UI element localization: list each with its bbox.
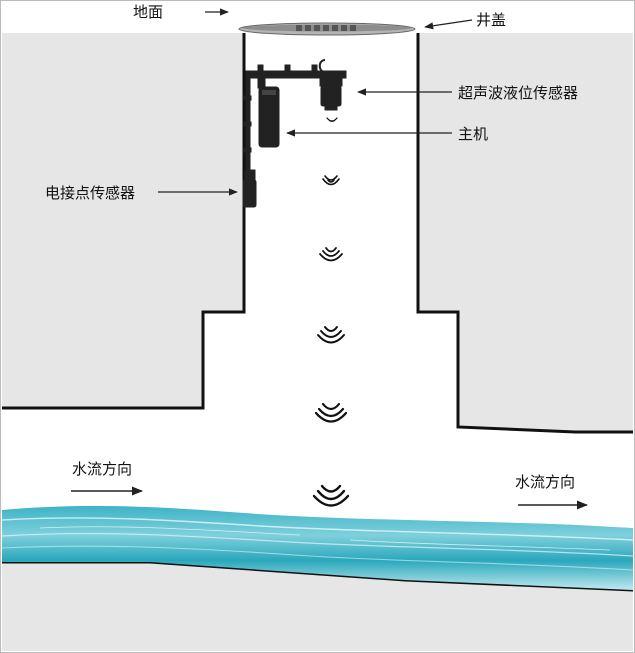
- sensor-device-icon: [242, 59, 347, 208]
- host-unit-label: 主机: [458, 125, 488, 143]
- ground-label: 地面: [133, 3, 163, 21]
- flow-direction-left-label: 水流方向: [72, 460, 132, 478]
- arrow-icon: [71, 8, 589, 510]
- manhole-cover: [238, 22, 416, 36]
- flow-direction-right-label: 水流方向: [515, 473, 575, 491]
- contact-sensor-label: 电接点传感器: [45, 184, 135, 202]
- ultrasonic-sensor-label: 超声波液位传感器: [458, 84, 578, 102]
- manhole-cover-label: 井盖: [476, 11, 506, 29]
- sound-wave-icon: [312, 117, 350, 507]
- water-flow: [1, 505, 634, 590]
